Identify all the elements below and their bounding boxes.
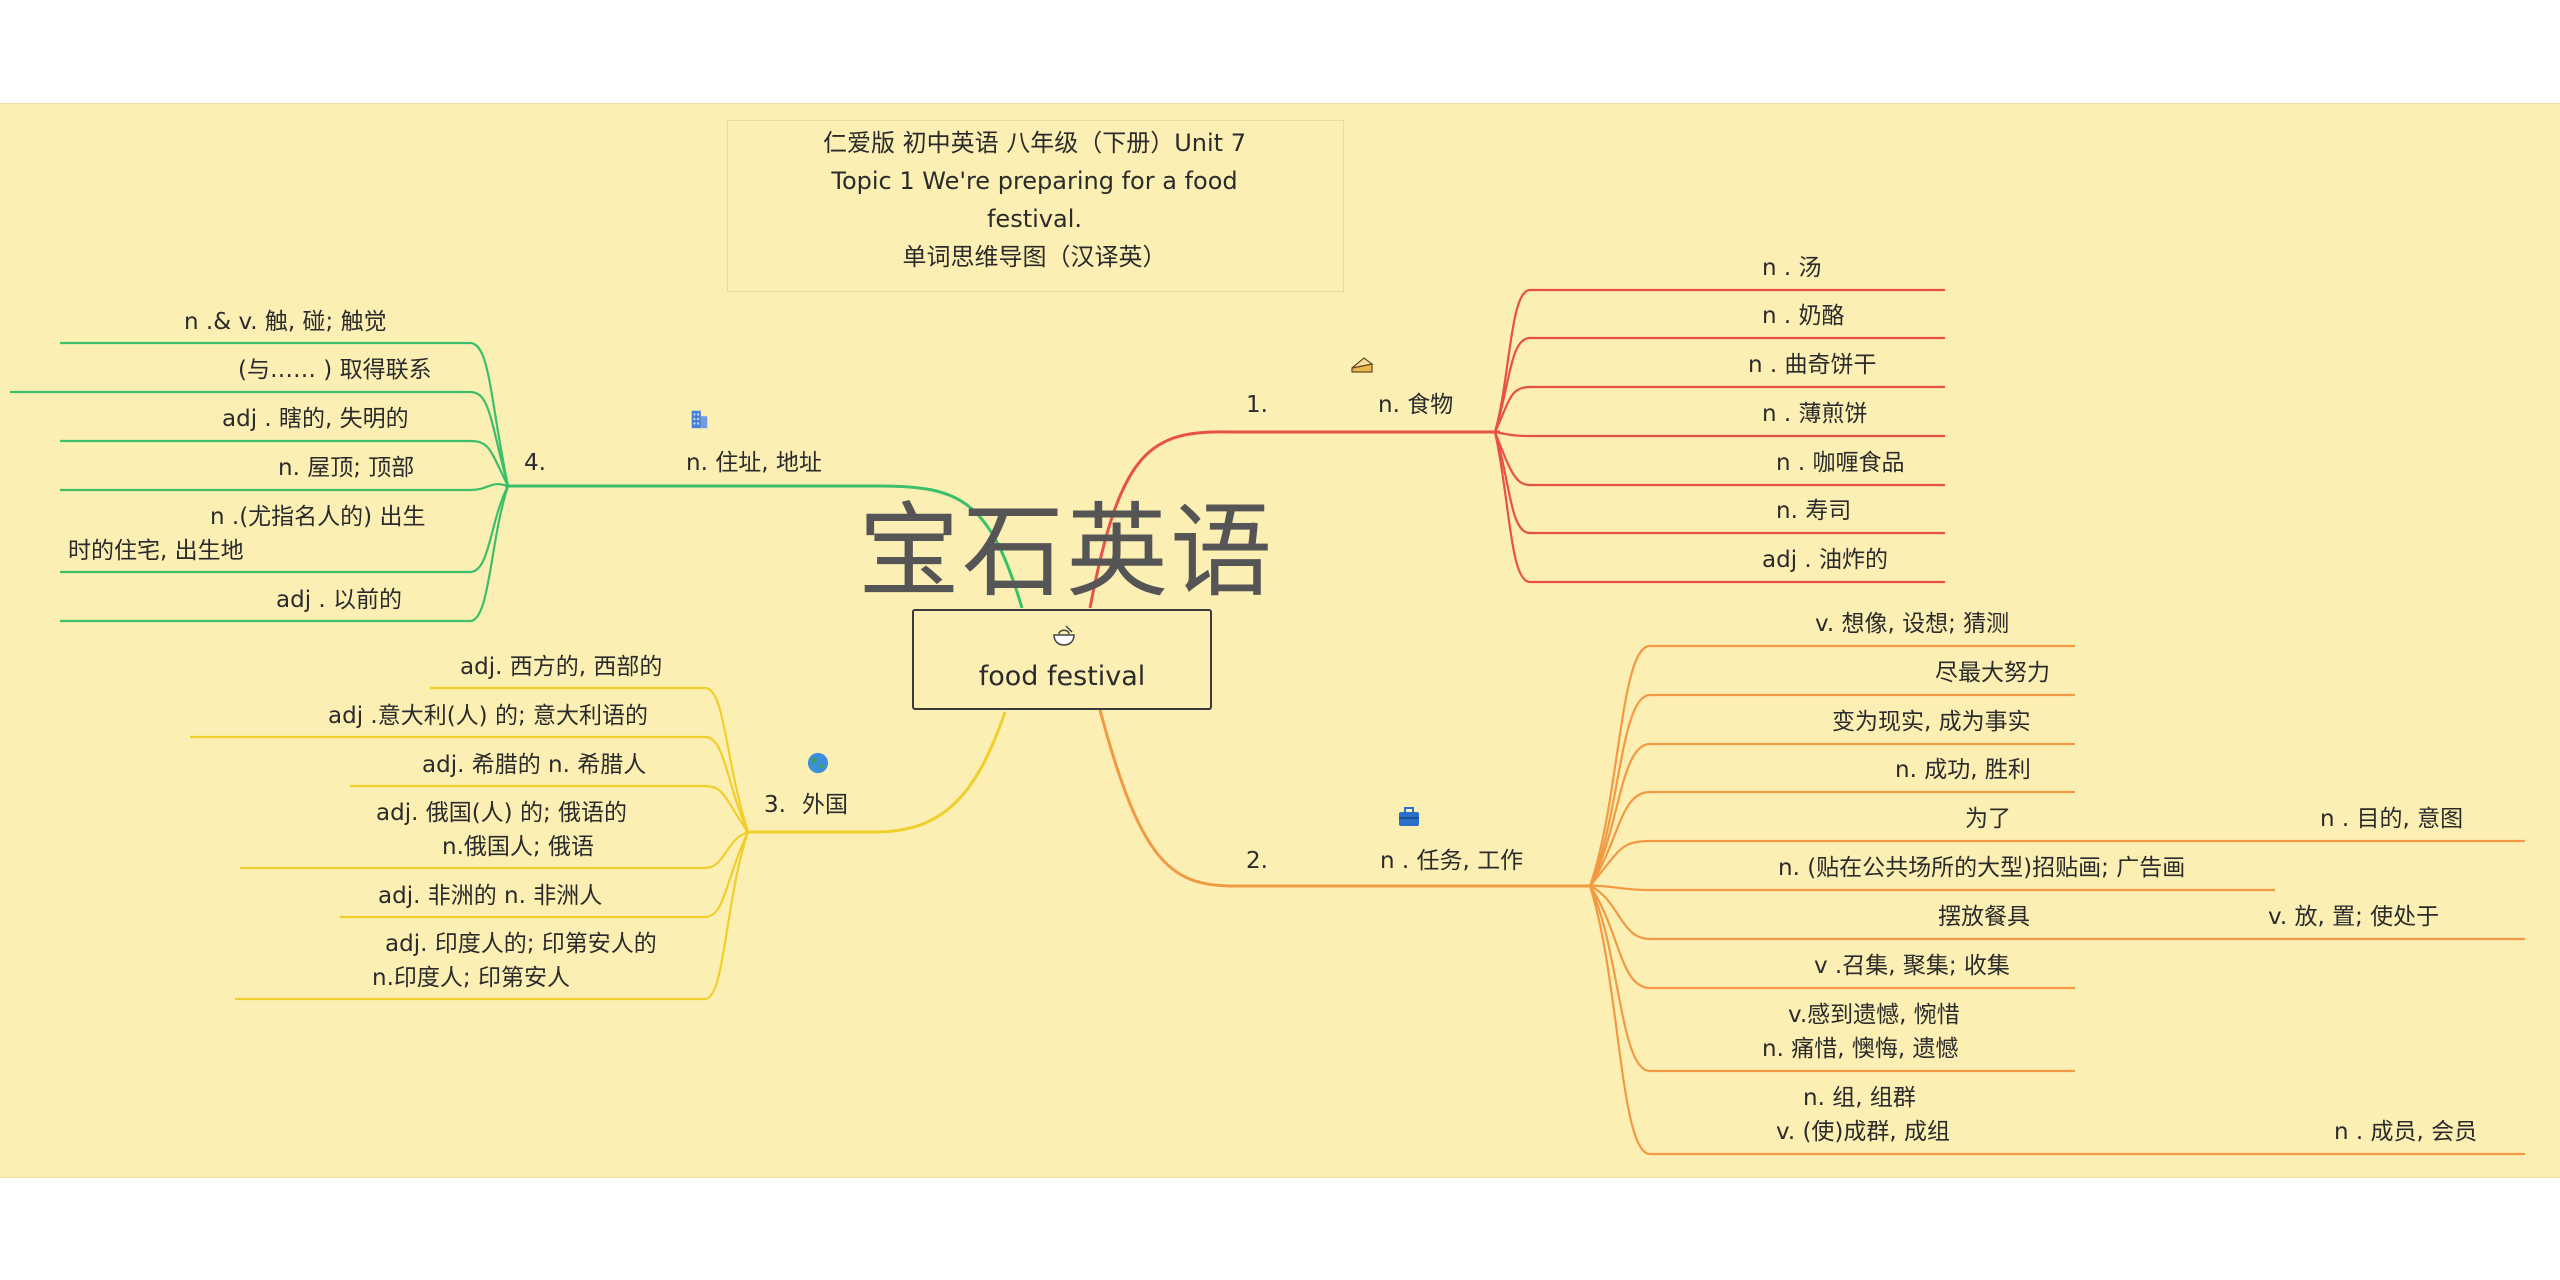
food-item-soup[interactable]: n . 汤: [1762, 255, 1822, 281]
watermark: 宝石英语: [858, 493, 1274, 612]
food-label[interactable]: n. 食物: [1378, 392, 1454, 418]
address-number: 4.: [524, 450, 546, 476]
title-line-3: festival.: [986, 205, 1082, 233]
foreign-item-indian-adj[interactable]: adj. 印度人的; 印第安人的: [385, 931, 657, 957]
task-item-come-true[interactable]: 变为现实, 成为事实: [1832, 709, 2031, 735]
task-item-imagine[interactable]: v. 想像, 设想; 猜测: [1815, 611, 2010, 637]
task-sub-member[interactable]: n . 成员, 会员: [2334, 1119, 2478, 1145]
foreign-item-western[interactable]: adj. 西方的, 西部的: [460, 654, 663, 680]
food-item-cookie[interactable]: n . 曲奇饼干: [1748, 352, 1877, 378]
task-item-regret-n[interactable]: n. 痛惜, 懊悔, 遗憾: [1762, 1036, 1959, 1062]
foreign-item-russian-n[interactable]: n.俄国人; 俄语: [442, 834, 594, 860]
task-label[interactable]: n . 任务, 工作: [1380, 848, 1524, 874]
task-item-set-table[interactable]: 摆放餐具: [1938, 904, 2030, 930]
bowl-icon: [1053, 625, 1075, 646]
address-item-former[interactable]: adj . 以前的: [276, 587, 403, 613]
branch-address: [505, 484, 1024, 609]
foreign-item-greek[interactable]: adj. 希腊的 n. 希腊人: [422, 752, 647, 778]
food-item-pancake[interactable]: n . 薄煎饼: [1762, 401, 1868, 427]
foreign-number: 3.: [764, 792, 786, 818]
food-item-fried[interactable]: adj . 油炸的: [1762, 547, 1889, 573]
branch-foreign: [745, 711, 1007, 834]
foreign-item-italian[interactable]: adj .意大利(人) 的; 意大利语的: [328, 703, 649, 729]
title-line-1: 仁爱版 初中英语 八年级（下册）Unit 7: [822, 129, 1246, 157]
branch-food: [1088, 430, 1500, 609]
task-item-poster[interactable]: n. (贴在公共场所的大型)招贴画; 广告画: [1778, 855, 2186, 881]
address-item-birthplace-1[interactable]: n .(尤指名人的) 出生: [210, 504, 426, 530]
task-number: 2.: [1246, 848, 1268, 874]
food-item-sushi[interactable]: n. 寿司: [1776, 498, 1852, 524]
branch-task: [1098, 709, 1595, 888]
task-item-regret-v[interactable]: v.感到遗憾, 惋惜: [1788, 1002, 1960, 1028]
title-text: 仁爱版 初中英语 八年级（下册）Unit 7 Topic 1 We're pre…: [727, 124, 1342, 276]
address-label[interactable]: n. 住址, 地址: [686, 450, 822, 476]
task-sub-purpose[interactable]: n . 目的, 意图: [2320, 806, 2464, 832]
task-item-group-n[interactable]: n. 组, 组群: [1803, 1085, 1916, 1111]
task-item-do-best[interactable]: 尽最大努力: [1935, 660, 2050, 686]
food-item-cheese[interactable]: n . 奶酪: [1762, 303, 1845, 329]
food-number: 1.: [1246, 392, 1268, 418]
building-icon: [691, 410, 708, 429]
task-item-in-order-to[interactable]: 为了: [1965, 806, 2011, 832]
center-node[interactable]: food festival: [912, 609, 1212, 710]
task-item-gather[interactable]: v .召集, 聚集; 收集: [1814, 953, 2010, 979]
briefcase-icon: [1399, 807, 1419, 826]
task-sub-set[interactable]: v. 放, 置; 使处于: [2268, 904, 2440, 930]
title-line-2: Topic 1 We're preparing for a food: [831, 167, 1238, 195]
cake-icon: [1351, 357, 1374, 373]
address-item-blind[interactable]: adj . 瞎的, 失明的: [222, 406, 409, 432]
address-item-touch[interactable]: n .& v. 触, 碰; 触觉: [184, 309, 387, 335]
foreign-label[interactable]: 外国: [802, 792, 848, 818]
task-item-success[interactable]: n. 成功, 胜利: [1895, 757, 2031, 783]
address-item-birthplace-2[interactable]: 时的住宅, 出生地: [68, 538, 244, 564]
globe-icon: [807, 752, 829, 774]
task-item-group-v[interactable]: v. (使)成群, 成组: [1776, 1119, 1951, 1145]
foreign-item-indian-n[interactable]: n.印度人; 印第安人: [372, 965, 570, 991]
address-item-roof[interactable]: n. 屋顶; 顶部: [278, 455, 415, 481]
title-box: [727, 120, 1344, 292]
food-item-curry[interactable]: n . 咖喱食品: [1776, 450, 1905, 476]
center-label: food festival: [978, 661, 1146, 692]
title-line-4: 单词思维导图（汉译英）: [902, 243, 1167, 271]
foreign-item-african[interactable]: adj. 非洲的 n. 非洲人: [378, 883, 603, 909]
foreign-item-russian-adj[interactable]: adj. 俄国(人) 的; 俄语的: [376, 800, 628, 826]
address-item-contact[interactable]: (与…… ) 取得联系: [238, 357, 432, 383]
